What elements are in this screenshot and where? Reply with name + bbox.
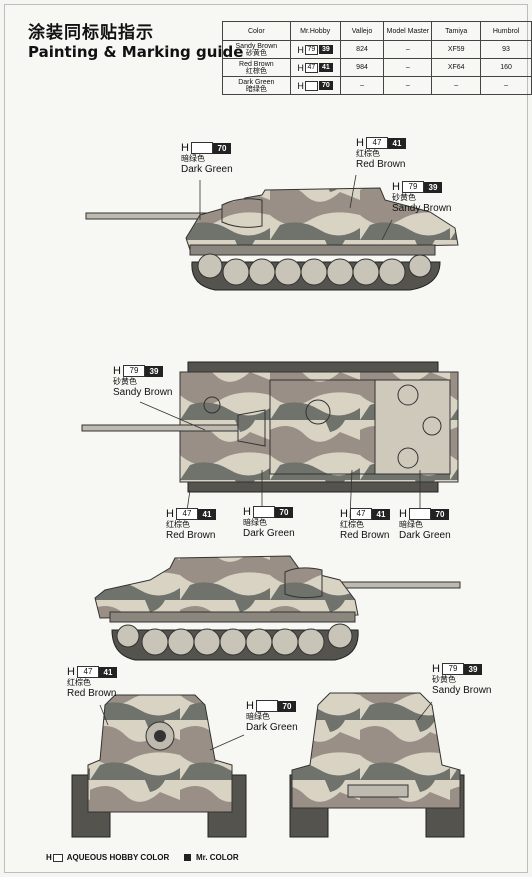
top-view-tank: [81, 361, 459, 493]
black-square-icon: [184, 854, 191, 861]
rear-view-tank: [289, 692, 465, 838]
title-english: Painting & Marking guide: [28, 43, 244, 61]
color-name-cn: 砂黄色: [245, 49, 267, 57]
legend-mr-color: Mr. COLOR: [184, 853, 239, 862]
legend-aqueous: H AQUEOUS HOBBY COLOR: [46, 853, 170, 862]
color-reference-table: Color Mr.Hobby Vallejo Model Master Tami…: [222, 21, 532, 95]
vallejo-cell: –: [339, 76, 385, 95]
color-name-cn: 暗绿色: [245, 85, 267, 93]
title-chinese: 涂装同标贴指示: [28, 23, 154, 43]
table-header-row: Color Mr.Hobby Vallejo Model Master Tami…: [222, 21, 532, 41]
col-header: Vallejo: [339, 21, 385, 41]
color-name: Red Brown: [239, 60, 274, 68]
front-view-tank: [71, 694, 247, 838]
humbrol-cell: –: [480, 76, 532, 95]
side-view-tank: [85, 187, 459, 291]
side-view-tank-reverse: [94, 555, 461, 661]
white-box-icon: [52, 853, 63, 862]
color-name: Dark Green: [238, 78, 275, 86]
tamiya-cell: –: [431, 76, 482, 95]
color-name-cn: 红棕色: [245, 67, 267, 75]
color-name: Sandy Brown: [235, 42, 278, 50]
